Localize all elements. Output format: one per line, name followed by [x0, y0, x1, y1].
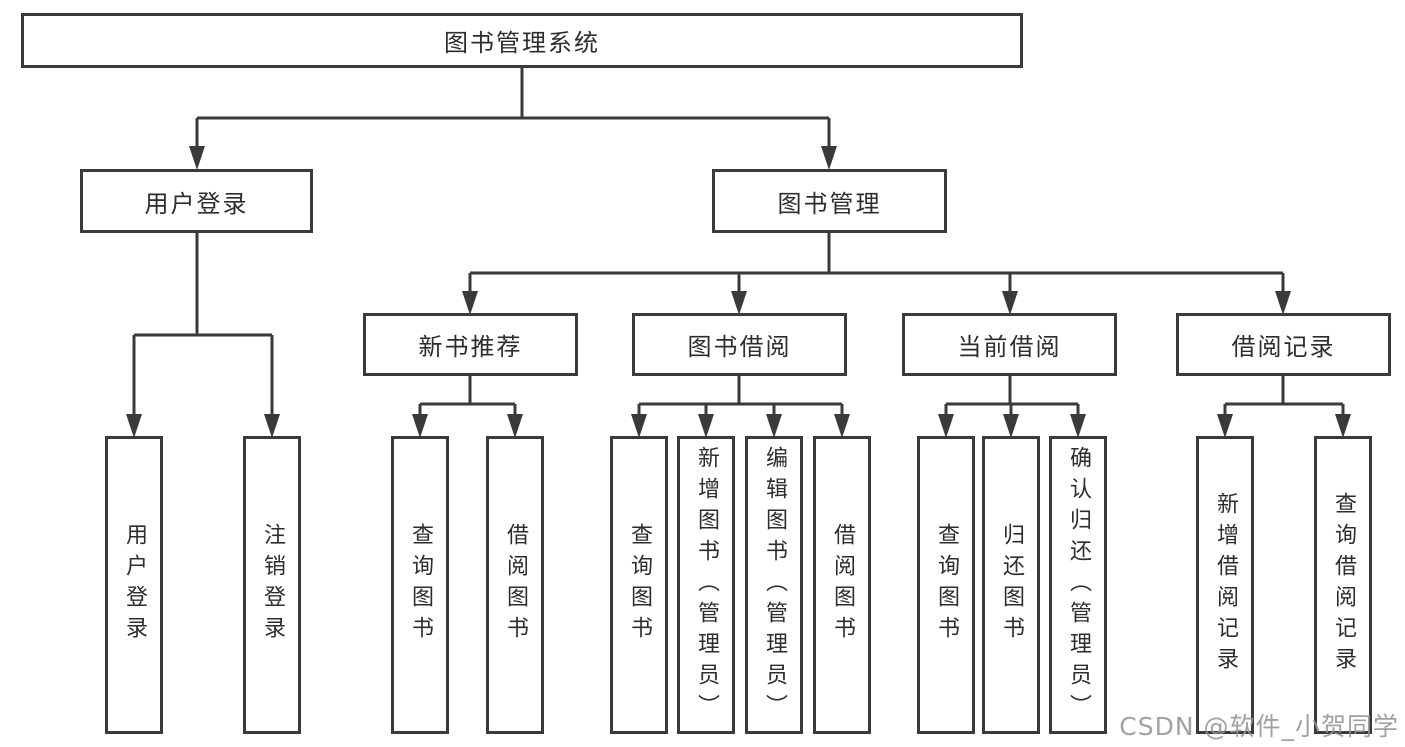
node-current-borrowing: 当前借阅: [902, 313, 1117, 376]
node-query-books-borrowing: 查询图书: [610, 436, 668, 734]
csdn-watermark: CSDN @软件_小贺同学: [1119, 712, 1399, 741]
node-user-login-leaf-label: 用户登录: [122, 523, 147, 647]
node-book-borrowing: 图书借阅: [632, 313, 847, 376]
node-confirm-return-admin: 确认归还（管理员）: [1049, 436, 1107, 734]
node-return-books-label: 归还图书: [999, 523, 1024, 647]
node-new-book-recommendation: 新书推荐: [363, 313, 578, 376]
node-add-books-admin: 新增图书（管理员）: [677, 436, 735, 734]
connector-arrowheads: [126, 146, 1351, 438]
node-user-login-label: 用户登录: [144, 189, 249, 218]
node-borrow-books-recommend: 借阅图书: [486, 436, 544, 734]
node-query-books-current: 查询图书: [917, 436, 975, 734]
node-borrowing-records: 借阅记录: [1176, 313, 1391, 376]
node-logout-label: 注销登录: [260, 523, 285, 647]
node-current-borrowing-label: 当前借阅: [957, 333, 1062, 361]
node-add-borrow-record-label: 新增借阅记录: [1213, 492, 1238, 678]
node-edit-books-admin-label: 编辑图书（管理员）: [762, 445, 787, 725]
connector-lines: [132, 66, 1345, 418]
node-add-books-admin-label: 新增图书（管理员）: [694, 445, 719, 725]
node-book-borrowing-label: 图书借阅: [687, 333, 792, 361]
node-edit-books-admin: 编辑图书（管理员）: [745, 436, 803, 734]
node-logout: 注销登录: [243, 436, 301, 734]
node-query-books-borrowing-label: 查询图书: [627, 523, 652, 647]
node-add-borrow-record: 新增借阅记录: [1196, 436, 1254, 734]
node-borrow-books-recommend-label: 借阅图书: [503, 523, 528, 647]
node-query-books-recommend: 查询图书: [391, 436, 449, 734]
node-library-system-label: 图书管理系统: [444, 29, 600, 57]
node-user-login-leaf: 用户登录: [105, 436, 163, 734]
node-book-management-label: 图书管理: [777, 189, 882, 218]
node-library-system: 图书管理系统: [21, 13, 1023, 68]
node-query-borrow-record-label: 查询借阅记录: [1331, 492, 1356, 678]
node-user-login: 用户登录: [80, 169, 313, 233]
node-confirm-return-admin-label: 确认归还（管理员）: [1066, 445, 1091, 725]
node-query-books-current-label: 查询图书: [934, 523, 959, 647]
node-borrowing-records-label: 借阅记录: [1231, 333, 1336, 361]
node-book-management: 图书管理: [712, 169, 947, 233]
node-borrow-books-borrowing: 借阅图书: [813, 436, 871, 734]
node-query-books-recommend-label: 查询图书: [408, 523, 433, 647]
node-return-books: 归还图书: [982, 436, 1040, 734]
node-borrow-books-borrowing-label: 借阅图书: [830, 523, 855, 647]
node-new-book-recommendation-label: 新书推荐: [418, 333, 523, 361]
node-query-borrow-record: 查询借阅记录: [1314, 436, 1372, 734]
